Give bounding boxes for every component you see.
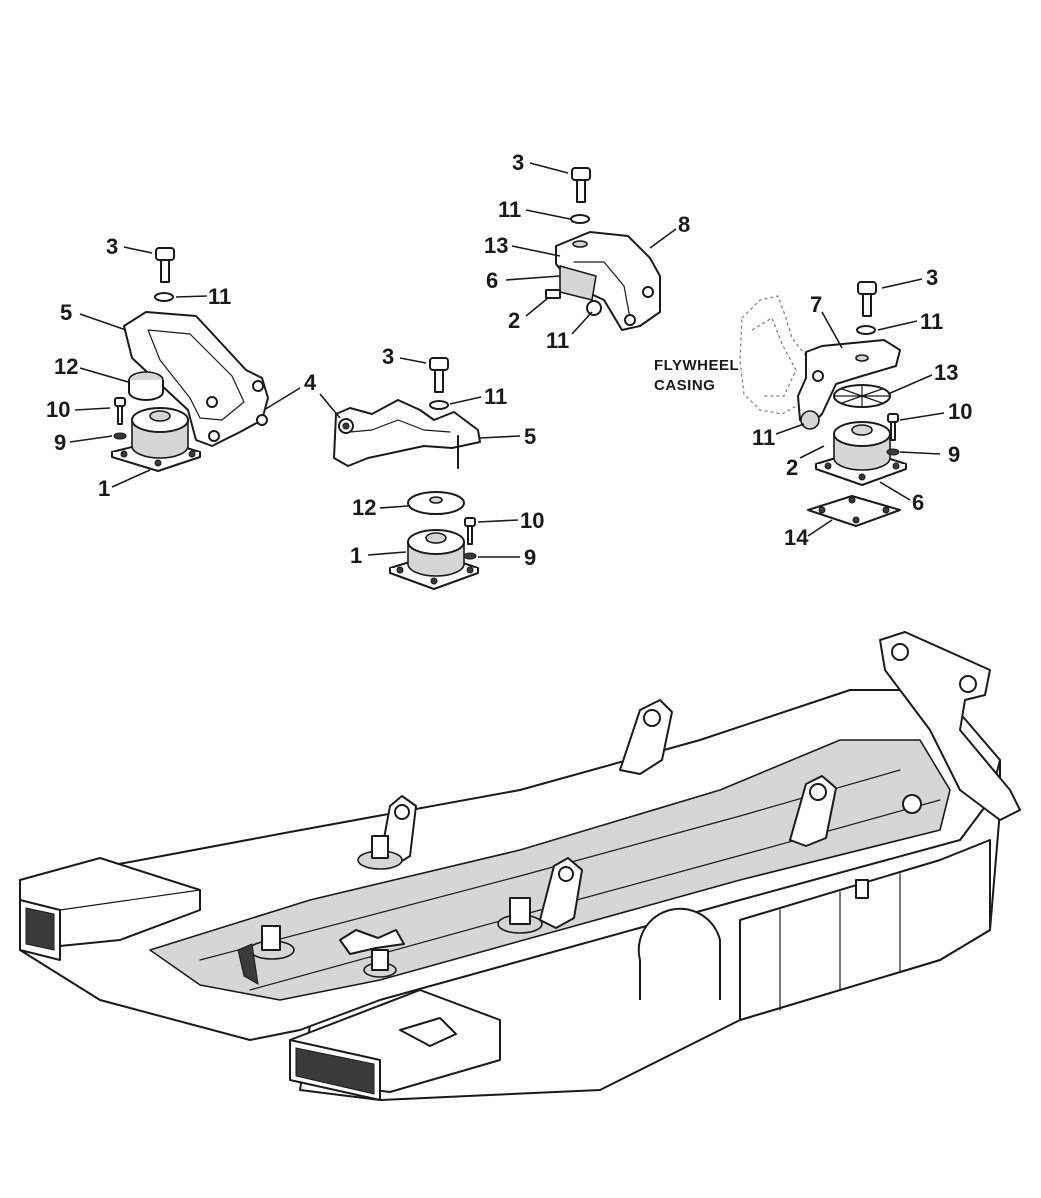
callout-top-stud: 2 [508,308,520,333]
right-bracket [797,339,901,425]
callout-left-bracket: 5 [60,300,72,325]
callout-top-nut: 11 [546,328,569,353]
callout-top-shim: 6 [486,268,498,293]
middle-leader-lines [319,357,521,558]
left-lock-washer [113,432,127,440]
flywheel-casing-outline [739,295,813,415]
right-isolator [815,421,907,486]
top-isolator [545,265,597,301]
frame-mount-c [339,929,405,978]
right-rubber-disc [833,384,891,408]
callout-middle-lock-washer: 9 [524,545,536,570]
left-leader-lines [69,246,301,488]
callout-top-bracket: 8 [678,212,690,237]
middle-rubber-disc [407,491,465,515]
flywheel-label-line2: CASING [654,377,715,394]
callout-right-stud-nut: 11 [752,425,775,450]
callout-left-isolator: 1 [98,476,110,501]
right-shim-plate [807,495,901,527]
frame-fitting [902,794,922,814]
right-washer [856,325,876,335]
callout-left-lock-washer: 9 [54,430,66,455]
callout-middle-isolator: 1 [350,543,362,568]
middle-lock-washer [463,552,477,560]
left-mount-assembly [111,247,269,472]
frame-mount-b [237,925,295,985]
callout-right-bolt: 3 [926,265,938,290]
callout-middle-washer: 11 [484,384,507,409]
top-callouts: 3 11 13 8 6 2 11 [484,150,690,353]
top-nut [586,300,602,316]
top-mount-assembly [545,167,661,331]
right-bolt [857,281,877,317]
callout-middle-disc: 12 [352,495,376,520]
callout-right-stud: 2 [786,455,798,480]
top-leader-lines [505,162,677,335]
callout-right-small-bolt: 10 [948,399,972,424]
right-lock-washer [886,448,900,456]
callout-right-lock-washer: 9 [948,442,960,467]
frame-mount-a [357,835,403,870]
callout-top-isolator: 13 [484,233,508,258]
frame-mount-d [497,897,543,934]
middle-mount-assembly [333,357,481,590]
callout-middle-bracket: 5 [524,424,536,449]
right-mount-assembly [739,281,907,527]
middle-callouts: 3 11 5 12 10 1 9 [350,344,544,570]
top-bolt [571,167,591,203]
middle-bracket [333,399,481,469]
left-bracket [123,311,269,447]
callout-top-bolt: 3 [512,150,524,175]
main-frame [19,631,1021,1101]
callout-top-washer: 11 [498,197,521,222]
rear-weight-box [289,989,501,1101]
callout-left-link: 4 [304,370,317,395]
frame-post [855,879,869,899]
left-callouts: 3 11 5 12 10 9 1 4 [46,234,317,501]
middle-washer [429,400,449,410]
callout-right-washer: 11 [920,309,943,334]
callout-left-washer: 11 [208,284,231,309]
right-callouts: 3 7 11 13 10 11 9 2 6 14 [752,265,972,550]
front-weight-box [19,857,201,961]
right-leader-lines [775,278,945,537]
callout-right-disc: 13 [934,360,958,385]
flywheel-label-line1: FLYWHEEL [654,357,739,374]
callout-right-bracket: 7 [810,292,822,317]
callout-left-small-bolt: 10 [46,397,70,422]
left-small-bolt [114,397,126,425]
middle-small-bolt [464,517,476,545]
flywheel-casing-label: FLYWHEEL CASING [654,357,739,394]
callout-left-bolt: 3 [106,234,118,259]
left-bolt [155,247,175,283]
callout-right-isolator: 6 [912,490,924,515]
callout-middle-bolt: 3 [382,344,394,369]
left-washer [154,292,174,302]
top-washer [570,214,590,224]
left-rubber-disc [128,371,164,401]
left-isolator [111,407,201,472]
right-small-bolt [887,413,899,441]
middle-isolator [389,529,479,590]
middle-bolt [429,357,449,393]
right-stud [800,410,820,430]
callout-left-disc: 12 [54,354,78,379]
callout-right-shim: 14 [784,525,809,550]
callout-middle-small-bolt: 10 [520,508,544,533]
